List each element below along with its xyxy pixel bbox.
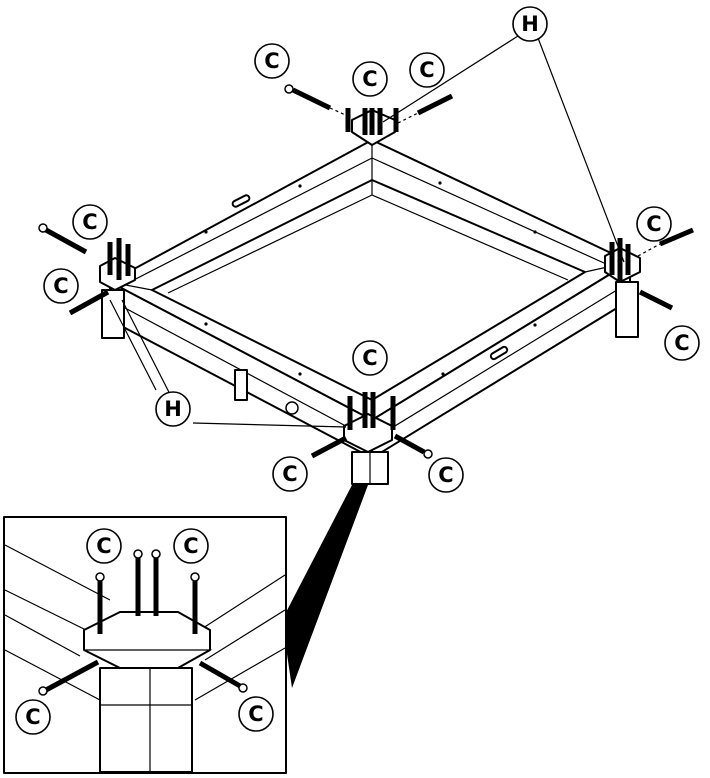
svg-text:C: C [96,534,111,558]
svg-text:C: C [362,67,377,91]
callout-c-left-lower: C [43,268,79,304]
leader-lines [109,35,625,428]
callout-c-left-upper: C [72,204,108,240]
callout-c-front-right: C [428,457,464,493]
svg-text:C: C [25,705,40,729]
svg-text:C: C [183,534,198,558]
callout-c-inset-bottom-left: C [15,699,51,735]
svg-text:C: C [82,210,97,234]
callout-c-top-left: C [254,43,290,79]
callout-h-top: H [512,6,548,42]
svg-text:H: H [164,397,182,421]
sandbox-frame [109,139,631,459]
corner-post-front [343,413,393,485]
vertical-screws [107,108,631,430]
callout-c-right-upper: C [636,206,672,242]
callout-c-front-left: C [272,456,308,492]
callout-c-top-right: C [409,52,445,88]
svg-text:C: C [282,462,297,486]
svg-text:C: C [248,702,263,726]
callout-c-inset-left: C [86,528,122,564]
svg-text:C: C [674,331,689,355]
svg-text:C: C [362,346,377,370]
callout-c-top-center: C [352,61,388,97]
svg-text:H: H [521,12,539,36]
callout-c-inset-right: C [173,528,209,564]
callout-c-right-lower: C [664,325,700,361]
callout-c-front-top: C [352,340,388,376]
callout-c-inset-bottom-right: C [238,696,274,732]
callout-h-front: H [155,391,191,427]
horizontal-screws [38,84,694,459]
detail-inset [3,485,368,774]
svg-text:C: C [419,58,434,82]
svg-text:C: C [438,463,453,487]
svg-text:C: C [53,274,68,298]
svg-text:C: C [264,49,279,73]
svg-text:C: C [646,212,661,236]
